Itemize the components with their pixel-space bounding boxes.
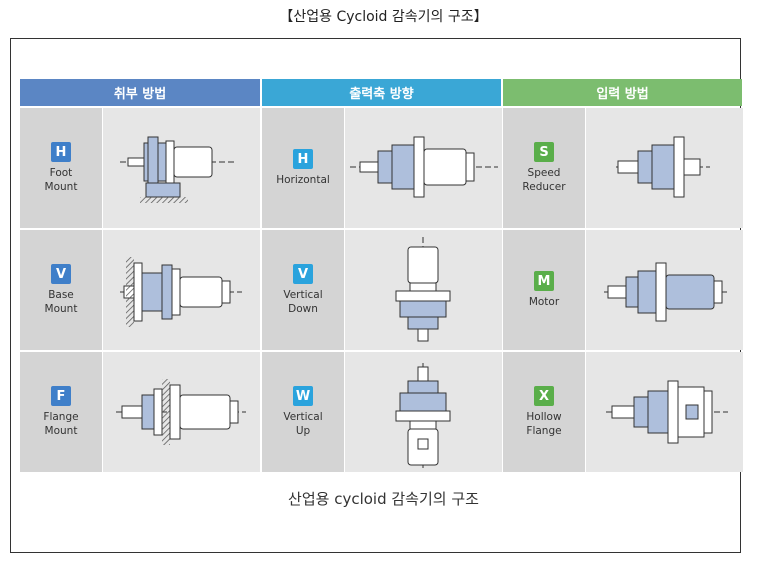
code-badge: V [51, 264, 71, 284]
cell-speed-reducer: S Speed Reducer [503, 108, 585, 228]
hollow-flange-icon [606, 380, 728, 444]
cell-motor: M Motor [503, 230, 585, 350]
cell-vertical-up: W Vertical Up [262, 352, 344, 472]
cell-label-text: Speed Reducer [522, 167, 566, 193]
cell-label-text: Horizontal [276, 174, 330, 186]
cell-label-text: Motor [528, 296, 560, 308]
code-badge: H [51, 142, 71, 162]
cell-horizontal: H Horizontal [262, 108, 344, 228]
code-badge: H [293, 149, 313, 169]
header-input-method: 입력 방법 [503, 79, 742, 106]
code-badge: S [534, 142, 554, 162]
header-output-shaft: 출력축 방향 [262, 79, 501, 106]
speed-reducer-icon [616, 136, 710, 198]
cell-base-mount: V Base Mount [20, 230, 102, 350]
code-badge: W [293, 386, 313, 406]
cell-label-text: Vertical Down [283, 289, 323, 315]
base-mount-icon [120, 257, 242, 327]
code-badge: F [51, 386, 71, 406]
foot-mount-icon [120, 136, 235, 203]
caption: 산업용 cycloid 감속기의 구조 [288, 490, 479, 508]
cell-vertical-down: V Vertical Down [262, 230, 344, 350]
cell-label-text: Foot Mount [44, 167, 78, 193]
cell-label-text: Vertical Up [283, 411, 323, 437]
cell-label-text: Flange Mount [43, 411, 79, 437]
code-badge: M [534, 271, 554, 291]
cell-hollow-flange: X Hollow Flange [503, 352, 585, 472]
header-mounting: 취부 방법 [20, 79, 260, 106]
cell-label-text: Base Mount [44, 289, 78, 315]
cell-flange-mount: F Flange Mount [20, 352, 102, 472]
horizontal-icon [350, 136, 498, 198]
cell-foot-mount: H Foot Mount [20, 108, 102, 228]
motor-icon [604, 262, 730, 322]
vertical-down-icon [395, 237, 451, 342]
reducer-drawings [116, 136, 730, 469]
cell-label-text: Hollow Flange [526, 411, 562, 437]
code-badge: V [293, 264, 313, 284]
code-badge: X [534, 386, 554, 406]
page-title: 【산업용 Cycloid 감속기의 구조】 [279, 9, 488, 25]
flange-mount-icon [116, 379, 246, 445]
vertical-up-icon [395, 363, 451, 469]
